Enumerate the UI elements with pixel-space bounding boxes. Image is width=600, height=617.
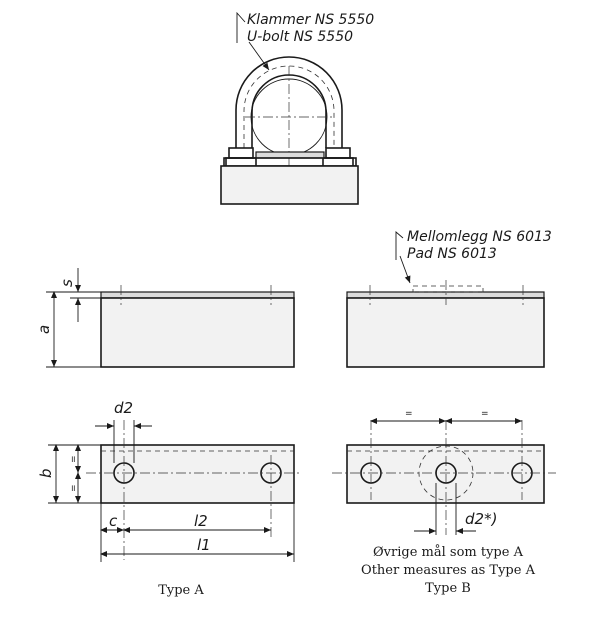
caption-type-b-note-no: Øvrige mål som type A [373,544,524,560]
type-b-equal-left: = [405,409,413,419]
type-b-plan: = = d2*) [332,409,556,535]
ubolt-outer [235,56,343,148]
type-a-elevation: s a [35,268,295,368]
type-b-equal-right: = [481,409,489,419]
b-equal-bottom: = [69,484,79,492]
support-block-top [220,165,359,205]
clamp-plate [223,157,357,167]
c-label: c [109,512,118,530]
d2-label: d2 [114,399,133,417]
clamp-leader [236,11,246,43]
a-label: a [35,325,53,334]
clamp-label-en: U-bolt NS 5550 [247,29,353,45]
clamp-label-no: Klammer NS 5550 [247,12,374,28]
type-b-plan-block [346,444,545,504]
caption-type-a: Type A [158,583,204,598]
l1-label: l1 [197,536,211,554]
s-label: s [58,279,76,287]
type-a-plan: d2 b = = c l2 l1 [37,399,300,562]
type-b-upper-pad [412,285,484,293]
caption-type-b-note-en: Other measures as Type A [361,563,536,578]
caption-type-b: Type B [425,581,471,596]
type-a-pad [100,291,295,299]
pad-top [255,151,325,159]
l2-label: l2 [194,512,208,530]
pad-label-no: Mellomlegg NS 6013 [407,229,552,245]
nut-left-top [228,147,254,159]
type-b-block [346,297,545,368]
b-equal-top: = [69,455,79,463]
type-b-elevation: Mellomlegg NS 6013 Pad NS 6013 [346,229,552,368]
b-label: b [37,468,55,478]
d2-note-label: d2*) [465,510,497,528]
type-b-pad [346,291,545,299]
type-a-plan-block [100,444,295,504]
clamp-leader-arrow [248,41,270,71]
pad-leader [395,231,404,260]
ubolt-assembly-view: Klammer NS 5550 U-bolt NS 5550 [220,11,374,205]
type-a-block [100,297,295,368]
nut-right-top [325,147,351,159]
pad-label-en: Pad NS 6013 [407,246,497,262]
pad-leader-arrow [399,255,411,284]
